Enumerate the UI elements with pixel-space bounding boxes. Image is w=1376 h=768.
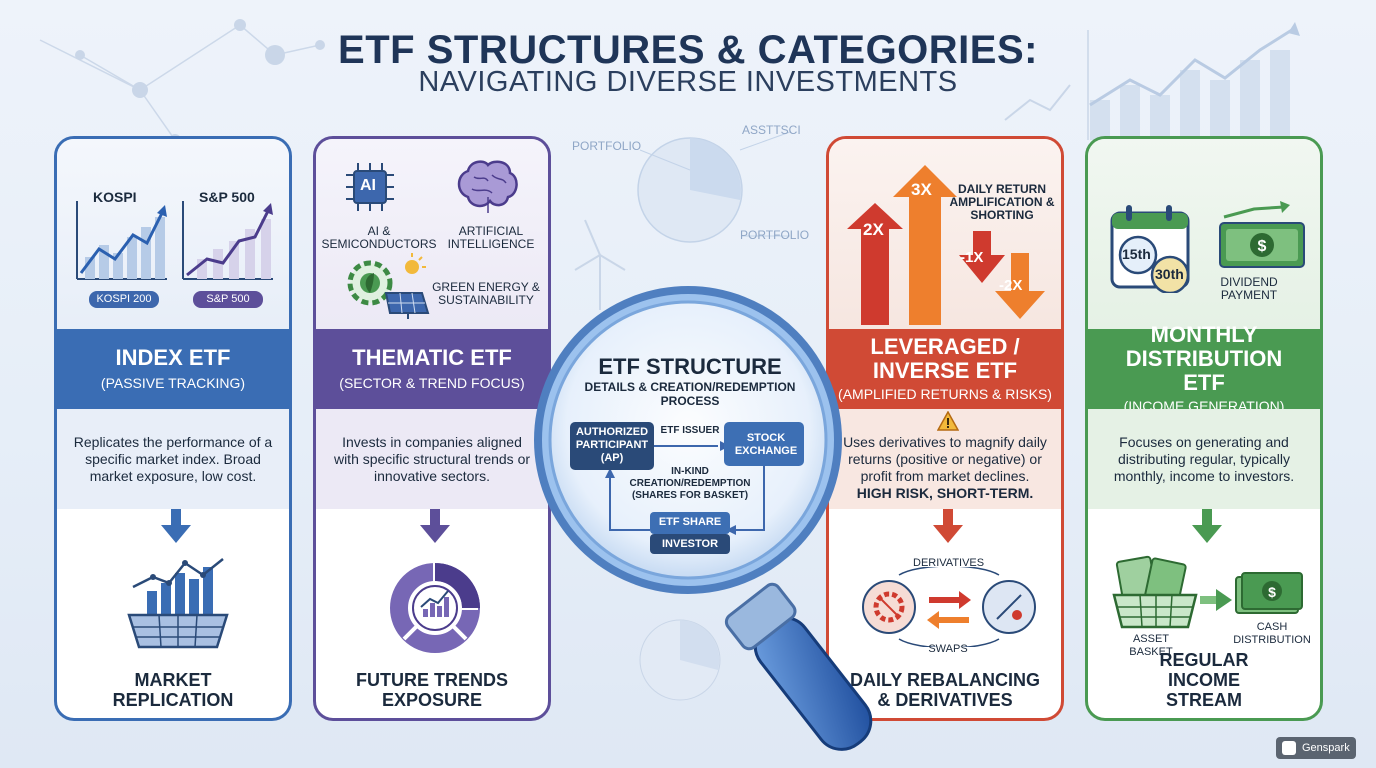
basket-chart-icon — [127, 558, 229, 649]
svg-text:$: $ — [1258, 238, 1267, 255]
leveraged-etf-card: 2X 3X -1X -2X DAILY RETURN AMPLIFICATION… — [826, 136, 1064, 721]
monthly-etf-description: Focuses on generating and distributing r… — [1088, 409, 1320, 509]
green-energy-label: GREEN ENERGY & SUSTAINABILITY — [432, 280, 540, 307]
swaps-label: SWAPS — [928, 643, 968, 655]
thematic-etf-visual: AI AI & SEMICONDUCTORS ARTIFICIAL INTELL… — [316, 139, 548, 329]
donut-chart-icon — [390, 563, 480, 653]
leveraged-etf-title: LEVERAGED / INVERSE ETF — [870, 334, 1020, 383]
thematic-etf-subtitle: (SECTOR & TREND FOCUS) — [339, 375, 525, 391]
dividend-payment-label: DIVIDEND PAYMENT — [1220, 275, 1278, 302]
leveraged-etf-bottom: DERIVATIVES SWAPS DAILY REBALANCING & DE… — [829, 509, 1061, 718]
genspark-watermark: Genspark — [1276, 737, 1356, 759]
leveraged-etf-subtitle: (AMPLIFIED RETURNS & RISKS) — [838, 386, 1052, 402]
sp500-chart-icon — [182, 201, 273, 280]
right-arrow-icon — [1200, 589, 1232, 611]
stock-exchange-box: STOCK EXCHANGE — [734, 432, 798, 457]
in-kind-process-label: IN-KIND CREATION/REDEMPTION (SHARES FOR … — [629, 466, 751, 501]
leverage-arrows-icon — [847, 165, 1045, 325]
dividend-cash-icon: $ — [1219, 201, 1305, 268]
down-arrow-icon — [420, 509, 450, 543]
warning-icon — [937, 411, 959, 431]
magnifying-glass-icon — [534, 286, 873, 751]
page-title: ETF STRUCTURES & CATEGORIES: — [338, 28, 1038, 72]
kospi-chart-icon — [76, 201, 167, 280]
index-etf-bottom: MARKET REPLICATION — [57, 509, 289, 718]
arrow-neg1x-label: -1X — [960, 249, 984, 266]
derivatives-label: DERIVATIVES — [913, 557, 985, 569]
asset-basket-icon — [1112, 555, 1198, 629]
thematic-etf-footer: FUTURE TRENDS EXPOSURE — [356, 670, 508, 710]
svg-text:$: $ — [1268, 584, 1276, 600]
ai-chip-text: AI — [360, 177, 376, 194]
green-energy-icon — [347, 253, 430, 319]
down-arrow-icon — [161, 509, 191, 543]
monthly-etf-band: MONTHLY DISTRIBUTION ETF (INCOME GENERAT… — [1088, 323, 1320, 414]
index-etf-card: KOSPI S&P 500 KOSPI 200 S&P 500 INDEX ET… — [54, 136, 292, 721]
date-15th: 15th — [1122, 246, 1151, 262]
ai-semiconductors-label: AI & SEMICONDUCTORS — [321, 224, 437, 251]
bg-label-portfolio-top: PORTFOLIO — [572, 139, 642, 153]
bg-label-assets: ASSTTSCI — [742, 123, 801, 137]
leveraged-etf-description: Uses derivatives to magnify daily return… — [843, 434, 1047, 484]
genspark-logo-icon — [1282, 741, 1296, 755]
brain-icon — [457, 160, 518, 213]
sp500-label: S&P 500 — [199, 189, 255, 205]
cash-distribution-label: CASH DISTRIBUTION — [1233, 621, 1311, 646]
daily-return-label: DAILY RETURN AMPLIFICATION & SHORTING — [949, 182, 1055, 222]
index-etf-description: Replicates the performance of a specific… — [57, 409, 289, 509]
thematic-etf-card: AI AI & SEMICONDUCTORS ARTIFICIAL INTELL… — [313, 136, 551, 721]
index-etf-footer: MARKET REPLICATION — [112, 670, 234, 710]
index-etf-band: INDEX ETF (PASSIVE TRACKING) — [57, 329, 289, 409]
kospi-label: KOSPI — [93, 189, 137, 205]
sp500-pill: S&P 500 — [193, 291, 263, 308]
leveraged-etf-visual: 2X 3X -1X -2X DAILY RETURN AMPLIFICATION… — [829, 139, 1061, 329]
bg-label-portfolio-right: PORTFOLIO — [740, 228, 810, 242]
leveraged-etf-footer: DAILY REBALANCING & DERIVATIVES — [849, 670, 1041, 710]
leveraged-etf-band: LEVERAGED / INVERSE ETF (AMPLIFIED RETUR… — [829, 329, 1061, 409]
date-30th: 30th — [1155, 266, 1184, 282]
thematic-etf-title: THEMATIC ETF — [352, 345, 512, 370]
page-subtitle: NAVIGATING DIVERSE INVESTMENTS — [418, 66, 958, 98]
monthly-etf-card: 15th 30th $ DIVIDEND PAYMENT MONTHLY DIS… — [1085, 136, 1323, 721]
artificial-intelligence-label: ARTIFICIAL INTELLIGENCE — [447, 224, 535, 251]
asset-basket-label: ASSET BASKET — [1129, 633, 1173, 658]
leveraged-etf-desc-area: Uses derivatives to magnify daily return… — [829, 409, 1061, 509]
monthly-etf-visual: 15th 30th $ DIVIDEND PAYMENT — [1088, 139, 1320, 329]
arrow-3x-label: 3X — [911, 180, 932, 199]
kospi200-pill: KOSPI 200 — [89, 291, 159, 308]
index-etf-title: INDEX ETF — [115, 345, 231, 370]
ai-chip-icon — [346, 163, 394, 211]
genspark-watermark-text: Genspark — [1302, 742, 1350, 754]
monthly-etf-bottom: $ ASSET BASKET CASH DISTRIBUTION REGULAR… — [1088, 509, 1320, 718]
derivatives-swap-icon — [862, 567, 1036, 647]
etf-structure-subtitle: DETAILS & CREATION/REDEMPTION PROCESS — [584, 380, 796, 408]
down-arrow-icon — [1192, 509, 1222, 543]
monthly-etf-footer: REGULAR INCOME STREAM — [1159, 650, 1249, 710]
etf-issuer-label: ETF ISSUER — [660, 425, 720, 436]
thematic-etf-description: Invests in companies aligned with specif… — [316, 409, 548, 509]
index-etf-visual: KOSPI S&P 500 KOSPI 200 S&P 500 — [57, 139, 289, 329]
thematic-etf-band: THEMATIC ETF (SECTOR & TREND FOCUS) — [316, 329, 548, 409]
leveraged-etf-warning: HIGH RISK, SHORT-TERM. — [856, 485, 1034, 501]
authorized-participant-box: AUTHORIZED PARTICIPANT (AP) — [575, 426, 649, 464]
monthly-etf-title: MONTHLY DISTRIBUTION ETF — [1125, 322, 1283, 395]
down-arrow-icon — [933, 509, 963, 543]
arrow-neg2x-label: -2X — [999, 277, 1023, 294]
etf-structure-title: ETF STRUCTURE — [598, 354, 782, 379]
investor-box: INVESTOR — [661, 538, 719, 550]
calendar-icon — [1110, 205, 1190, 293]
arrow-2x-label: 2X — [863, 220, 884, 239]
index-etf-subtitle: (PASSIVE TRACKING) — [100, 375, 246, 391]
etf-share-box: ETF SHARE — [658, 516, 722, 528]
cash-distribution-icon: $ — [1235, 572, 1303, 614]
thematic-etf-bottom: FUTURE TRENDS EXPOSURE — [316, 509, 548, 718]
